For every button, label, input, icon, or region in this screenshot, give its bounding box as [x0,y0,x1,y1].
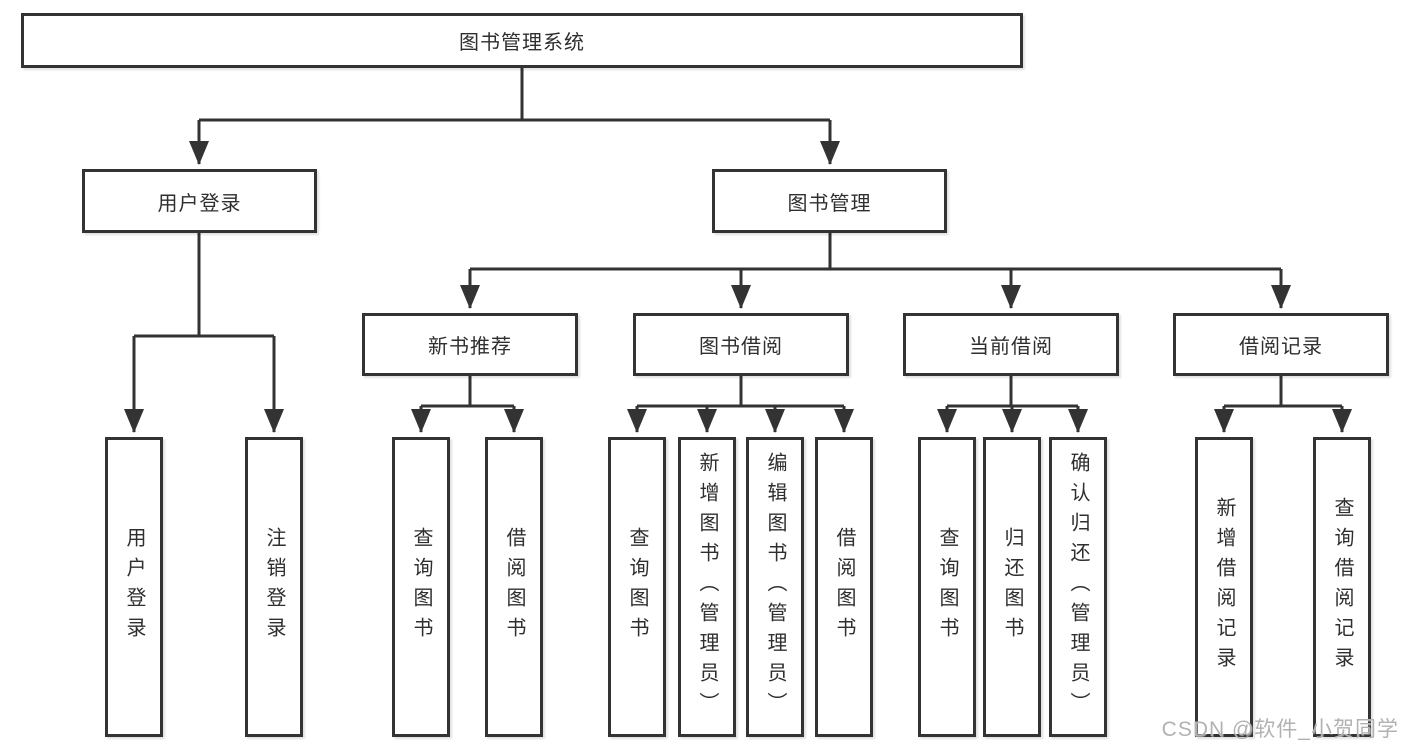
leaf-borrow-books: 借阅图书 [815,437,873,737]
leaf-edit-books-admin: 编辑图书（管理员） [746,437,804,737]
node-current-borrow: 当前借阅 [903,313,1119,376]
leaf-query-borrow-record: 查询借阅记录 [1313,437,1371,737]
node-book-borrow: 图书借阅 [633,313,849,376]
leaf-query-books-recommend: 查询图书 [392,437,450,737]
leaf-borrow-books-recommend: 借阅图书 [485,437,543,737]
leaf-add-borrow-record: 新增借阅记录 [1195,437,1253,737]
leaf-logout: 注销登录 [245,437,303,737]
node-root-library-system: 图书管理系统 [21,13,1023,68]
node-new-book-recommend: 新书推荐 [362,313,578,376]
leaf-add-books-admin: 新增图书（管理员） [678,437,736,737]
leaf-user-login: 用户登录 [105,437,163,737]
csdn-watermark: CSDN @软件_小贺同学 [1161,718,1399,741]
leaf-query-books-current: 查询图书 [918,437,976,737]
leaf-confirm-return-admin: 确认归还（管理员） [1049,437,1107,737]
node-borrow-records: 借阅记录 [1173,313,1389,376]
node-user-login-branch: 用户登录 [82,169,317,233]
node-book-management-branch: 图书管理 [712,169,947,233]
leaf-return-books: 归还图书 [983,437,1041,737]
leaf-query-books-borrow: 查询图书 [608,437,666,737]
